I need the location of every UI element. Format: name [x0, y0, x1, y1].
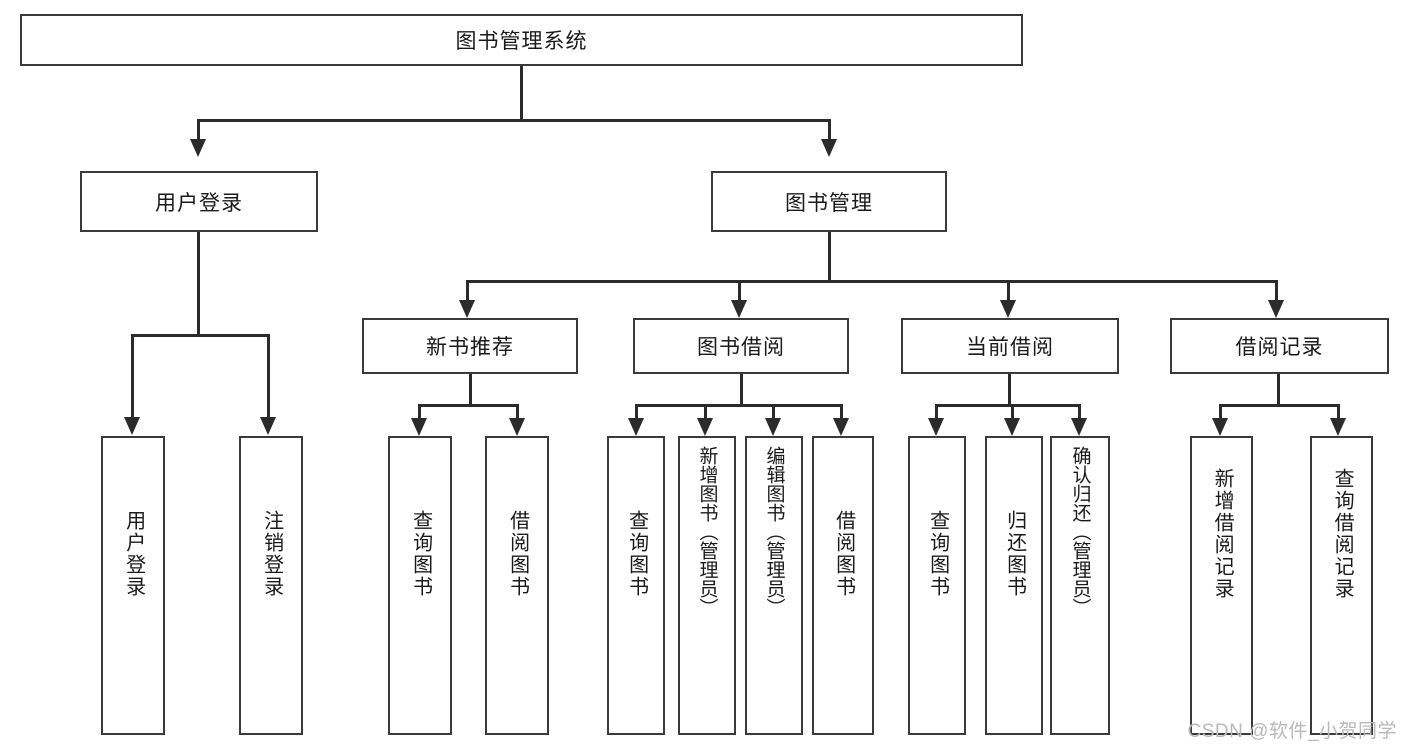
- connector-borrow-record-child1: [1219, 404, 1222, 420]
- node-label: 借阅图书: [506, 510, 529, 598]
- node-borrow-record[interactable]: 借阅记录: [1170, 318, 1389, 374]
- node-label: 查询图书: [926, 510, 949, 598]
- arrowhead-book-borrow-child1: [628, 418, 644, 436]
- leaf-borrow-record-add-record[interactable]: 新增借阅记录: [1190, 436, 1253, 735]
- connector-current-borrow-fanbar: [935, 404, 1081, 407]
- node-label: 用户登录: [122, 510, 145, 598]
- arrowhead-current-borrow-child3: [1071, 418, 1087, 436]
- arrowhead-current-borrow-child1: [928, 418, 944, 436]
- node-label: 新增图书（管理员）: [696, 446, 718, 617]
- connector-book-borrow-fanbar: [635, 404, 843, 407]
- node-label: 注销登录: [260, 510, 283, 598]
- leaf-borrow-record-query-record[interactable]: 查询借阅记录: [1310, 436, 1373, 735]
- arrowhead-book-borrow: [731, 300, 747, 318]
- node-label: 归还图书: [1003, 510, 1026, 598]
- leaf-current-borrow-confirm-return-admin[interactable]: 确认归还（管理员）: [1050, 436, 1110, 735]
- connector-current-borrow-stem: [1008, 374, 1011, 406]
- arrowhead-user-login-child1: [124, 417, 140, 435]
- node-label: 借阅记录: [1235, 336, 1324, 359]
- connector-root-to-book-management: [828, 119, 831, 141]
- node-label: 当前借阅: [966, 336, 1054, 359]
- leaf-book-borrow-edit-book-admin[interactable]: 编辑图书（管理员）: [745, 436, 803, 735]
- leaf-new-book-query-books[interactable]: 查询图书: [388, 436, 452, 735]
- connector-book-borrow-stem: [740, 374, 743, 406]
- node-new-book-recommend[interactable]: 新书推荐: [362, 318, 578, 374]
- connector-borrow-record-fanbar: [1219, 404, 1340, 407]
- arrowhead-borrow-record: [1268, 300, 1284, 318]
- connector-new-book-child2: [516, 404, 519, 420]
- node-book-management[interactable]: 图书管理: [711, 171, 947, 232]
- node-label: 查询图书: [625, 510, 648, 598]
- connector-bm-to-current-borrow: [1007, 280, 1010, 302]
- leaf-user-login-query[interactable]: 用户登录: [101, 436, 165, 735]
- leaf-book-borrow-query-books[interactable]: 查询图书: [607, 436, 665, 735]
- node-label: 查询图书: [409, 510, 432, 598]
- connector-book-borrow-child4: [840, 404, 843, 420]
- connector-book-borrow-child1: [635, 404, 638, 420]
- arrowhead-borrow-record-child1: [1212, 418, 1228, 436]
- arrowhead-new-book-child1: [411, 418, 427, 436]
- node-label: 查询借阅记录: [1331, 468, 1354, 600]
- node-root-book-management-system[interactable]: 图书管理系统: [20, 14, 1023, 66]
- leaf-book-borrow-borrow-books[interactable]: 借阅图书: [812, 436, 874, 735]
- arrowhead-book-borrow-child2: [697, 418, 713, 436]
- arrowhead-current-borrow: [1000, 300, 1016, 318]
- connector-new-book-stem: [469, 374, 472, 406]
- leaf-current-borrow-return-books[interactable]: 归还图书: [985, 436, 1043, 735]
- connector-bm-to-new-book: [466, 280, 469, 302]
- node-current-borrow[interactable]: 当前借阅: [901, 318, 1119, 374]
- connector-user-login-child1: [131, 334, 134, 419]
- arrowhead-to-user-login: [190, 139, 206, 157]
- leaf-current-borrow-query-books[interactable]: 查询图书: [908, 436, 966, 735]
- node-label: 图书管理: [785, 191, 873, 215]
- arrowhead-new-book-child2: [509, 418, 525, 436]
- node-label: 新书推荐: [426, 336, 514, 359]
- node-label: 新增借阅记录: [1211, 468, 1234, 600]
- arrowhead-current-borrow-child2: [1004, 418, 1020, 436]
- node-label: 编辑图书（管理员）: [763, 446, 785, 617]
- leaf-book-borrow-add-book-admin[interactable]: 新增图书（管理员）: [678, 436, 736, 735]
- node-user-login[interactable]: 用户登录: [80, 171, 318, 232]
- node-label: 用户登录: [155, 191, 243, 215]
- connector-current-borrow-child3: [1078, 404, 1081, 420]
- connector-root-stem: [520, 66, 523, 119]
- connector-book-borrow-child2: [704, 404, 707, 420]
- arrowhead-to-book-management: [821, 139, 837, 157]
- arrowhead-book-borrow-child4: [833, 418, 849, 436]
- connector-book-management-stem: [828, 232, 831, 282]
- connector-current-borrow-child1: [935, 404, 938, 420]
- node-label: 确认归还（管理员）: [1069, 446, 1091, 617]
- connector-current-borrow-child2: [1011, 404, 1014, 420]
- connector-user-login-stem: [197, 232, 200, 336]
- connector-book-borrow-child3: [772, 404, 775, 420]
- connector-root-to-user-login: [197, 119, 200, 141]
- arrowhead-book-borrow-child3: [765, 418, 781, 436]
- csdn-watermark: CSDN @软件_小贺同学: [1187, 721, 1397, 742]
- connector-new-book-child1: [418, 404, 421, 420]
- leaf-user-logout[interactable]: 注销登录: [239, 436, 303, 735]
- arrowhead-borrow-record-child2: [1330, 418, 1346, 436]
- connector-book-management-fanbar: [466, 280, 1278, 283]
- leaf-new-book-borrow-books[interactable]: 借阅图书: [485, 436, 549, 735]
- connector-borrow-record-stem: [1277, 374, 1280, 406]
- connector-user-login-fanbar: [131, 334, 270, 337]
- connector-user-login-child2: [267, 334, 270, 419]
- arrowhead-new-book: [459, 300, 475, 318]
- node-label: 图书管理系统: [455, 30, 588, 53]
- node-label: 借阅图书: [832, 510, 855, 598]
- connector-borrow-record-child2: [1337, 404, 1340, 420]
- connector-bm-to-borrow-record: [1275, 280, 1278, 302]
- connector-root-fanbar: [197, 119, 831, 122]
- connector-bm-to-book-borrow: [738, 280, 741, 302]
- connector-new-book-fanbar: [418, 404, 519, 407]
- node-label: 图书借阅: [697, 336, 785, 359]
- node-book-borrow[interactable]: 图书借阅: [633, 318, 849, 374]
- arrowhead-user-login-child2: [260, 417, 276, 435]
